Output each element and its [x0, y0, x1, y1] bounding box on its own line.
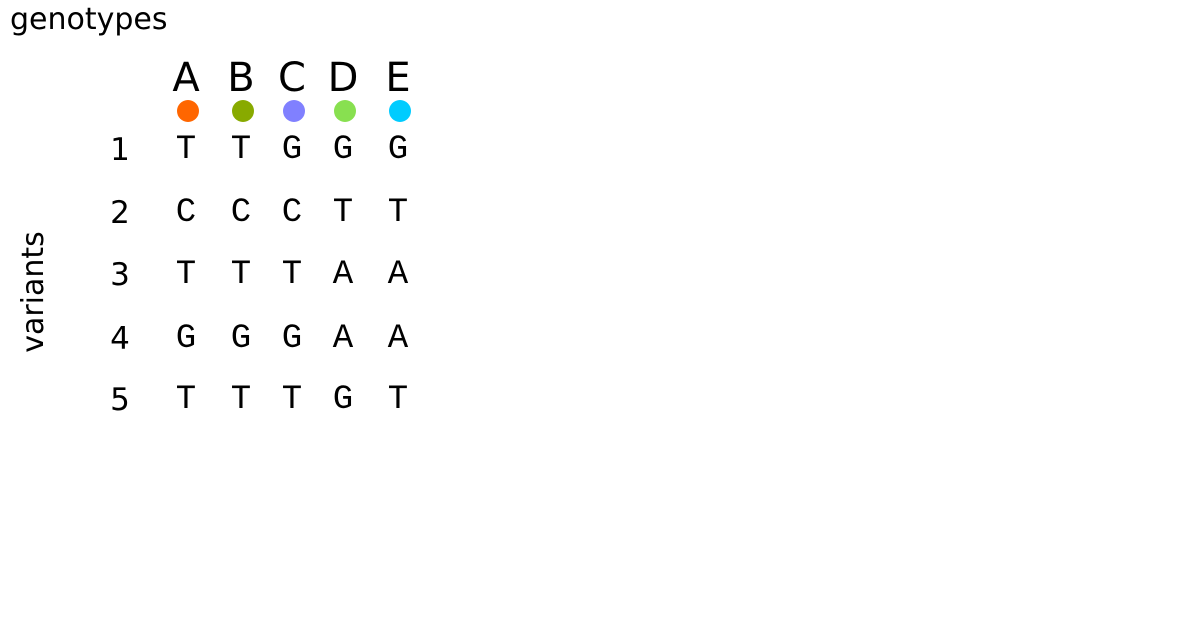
base-cell: A	[332, 256, 354, 294]
genotype-header-a: A	[172, 55, 200, 101]
genotype-color-dot	[283, 100, 305, 122]
base-cell: C	[230, 194, 252, 232]
variant-row-label: 1	[110, 132, 130, 168]
base-cell: T	[230, 381, 252, 419]
base-cell: C	[281, 194, 303, 232]
variant-row-label: 5	[110, 382, 130, 418]
base-cell: T	[387, 381, 409, 419]
base-cell: A	[332, 320, 354, 358]
base-cell: G	[332, 381, 354, 419]
base-cell: G	[281, 320, 303, 358]
base-cell: T	[175, 256, 197, 294]
genotype-header-e: E	[385, 55, 411, 101]
genotype-header-c: C	[278, 55, 306, 101]
genotype-color-dot	[334, 100, 356, 122]
genotype-color-dot	[389, 100, 411, 122]
base-cell: A	[387, 256, 409, 294]
base-cell: T	[387, 194, 409, 232]
diagram-title: genotypes	[10, 2, 168, 37]
base-cell: T	[230, 131, 252, 169]
variants-axis-label: variants	[16, 231, 51, 353]
base-cell: G	[332, 131, 354, 169]
base-cell: A	[387, 320, 409, 358]
genotype-header-b: B	[227, 55, 255, 101]
base-cell: T	[175, 131, 197, 169]
base-cell: T	[332, 194, 354, 232]
base-cell: T	[281, 381, 303, 419]
base-cell: C	[175, 194, 197, 232]
genotype-color-dot	[177, 100, 199, 122]
base-cell: G	[281, 131, 303, 169]
genotype-color-dot	[232, 100, 254, 122]
base-cell: T	[175, 381, 197, 419]
base-cell: G	[230, 320, 252, 358]
base-cell: T	[230, 256, 252, 294]
variant-row-label: 2	[110, 195, 130, 231]
base-cell: G	[387, 131, 409, 169]
genotype-header-d: D	[327, 55, 359, 101]
variant-row-label: 4	[110, 321, 130, 357]
base-cell: T	[281, 256, 303, 294]
variant-row-label: 3	[110, 257, 130, 293]
base-cell: G	[175, 320, 197, 358]
